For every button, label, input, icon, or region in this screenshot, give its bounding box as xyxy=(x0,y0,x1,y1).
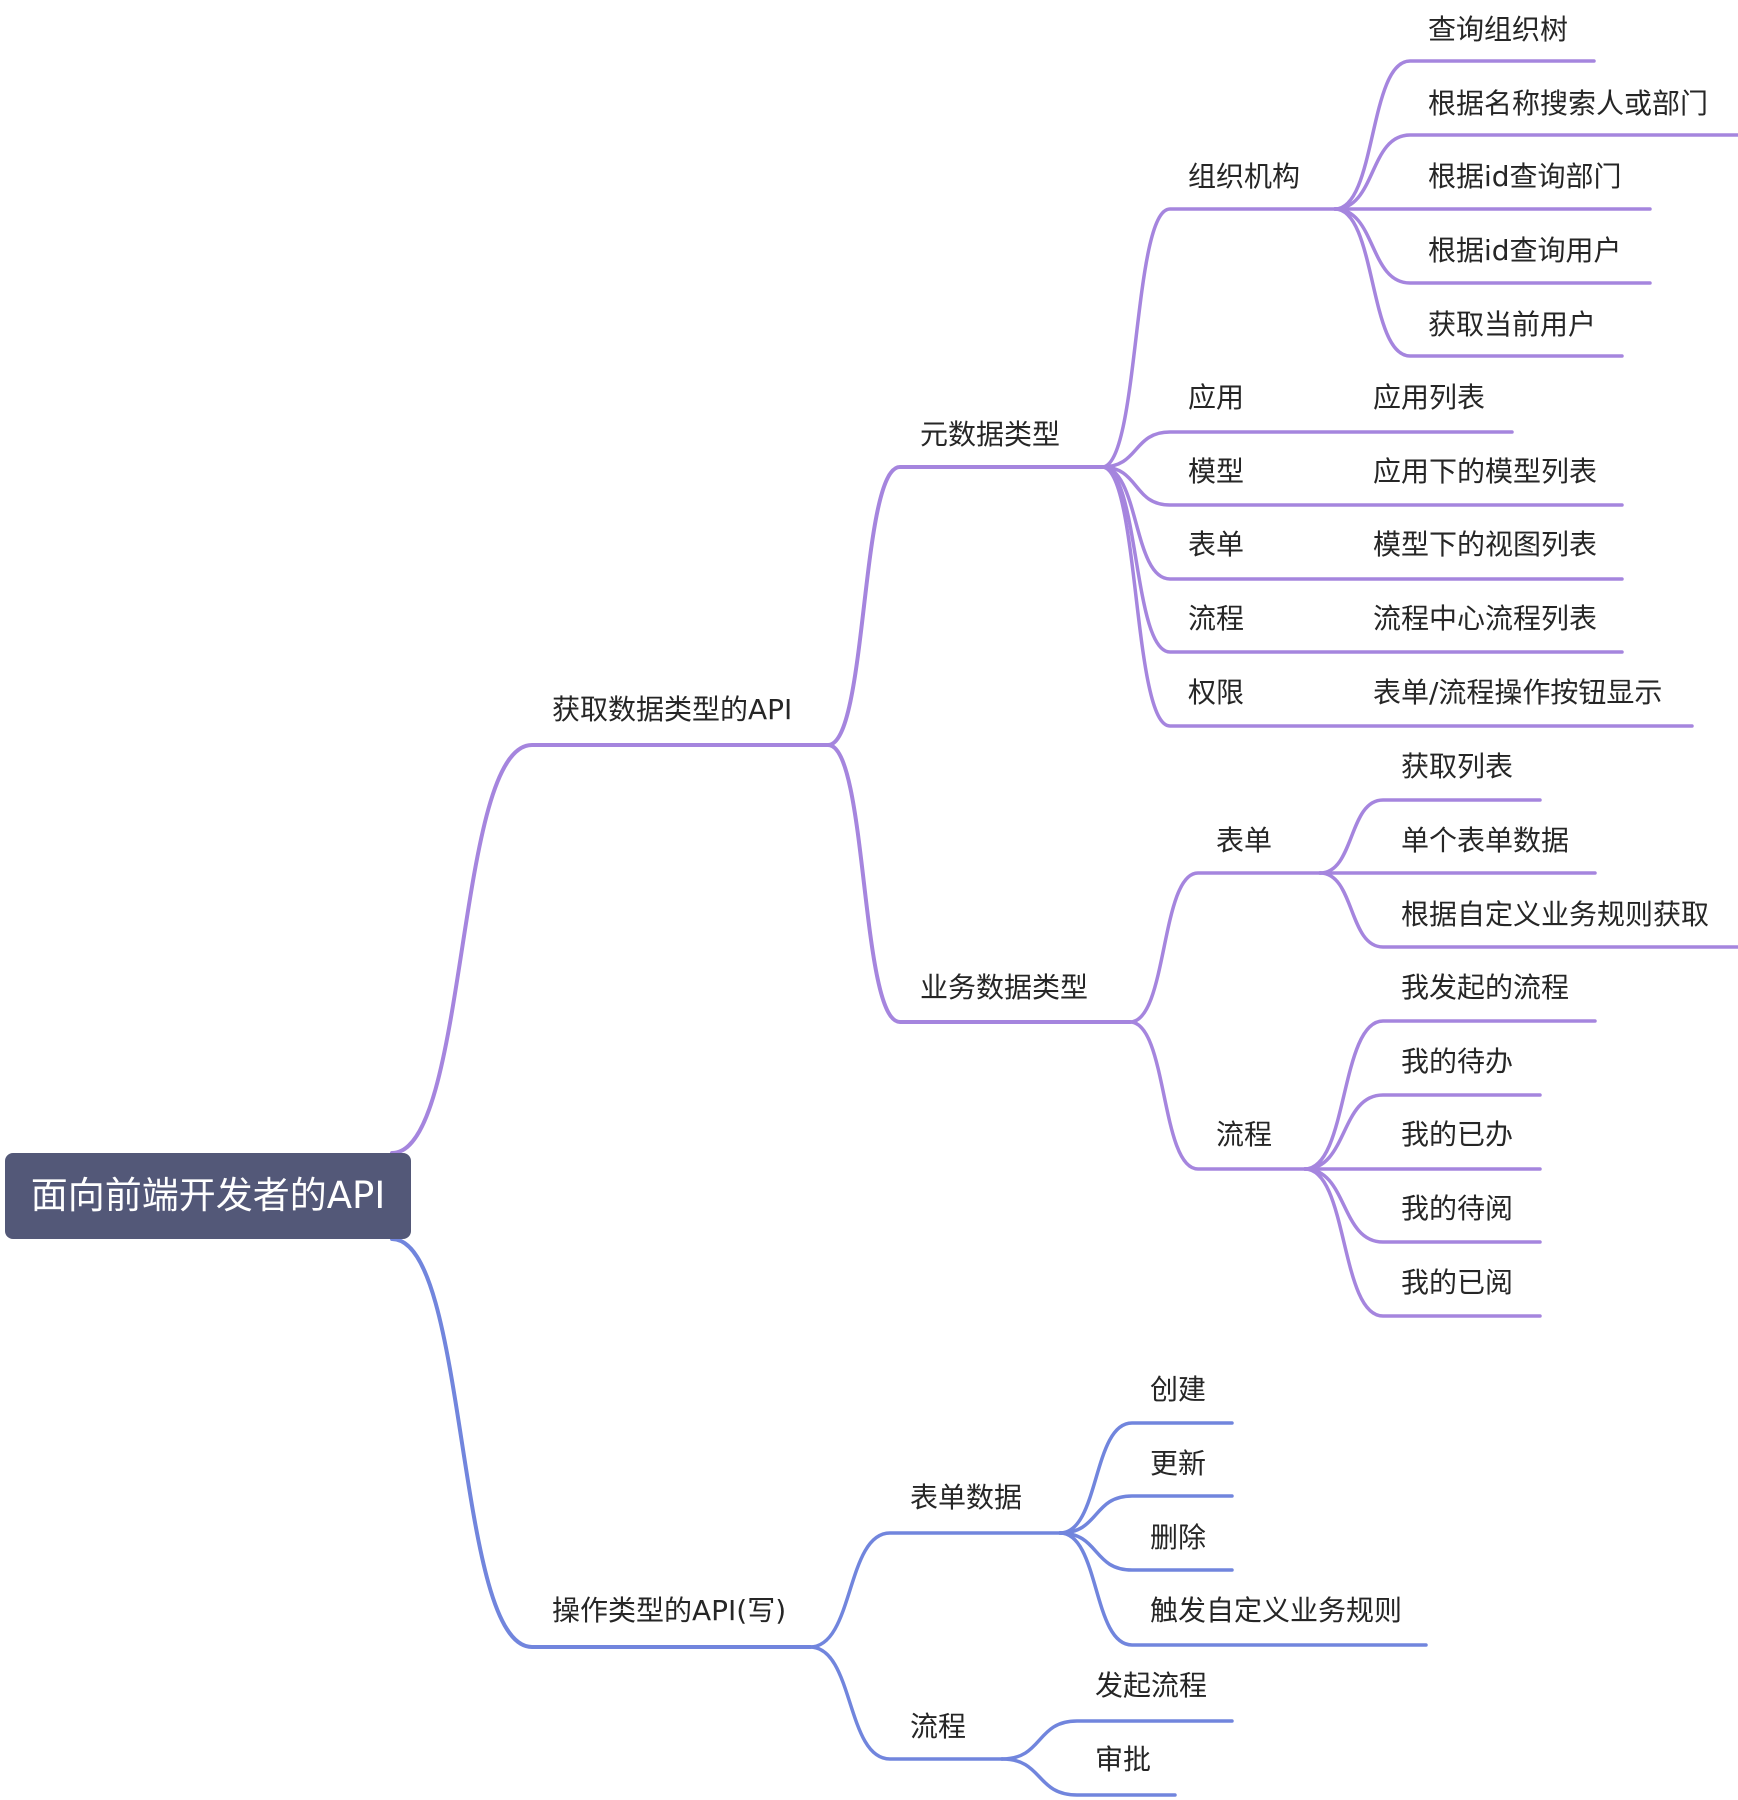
leaf-search-by-name[interactable]: 根据名称搜索人或部门 xyxy=(1428,87,1709,120)
leaf-org-tree[interactable]: 查询组织树 xyxy=(1428,13,1569,46)
connector-meta-row-0 xyxy=(1100,430,1514,469)
connector-biz-form xyxy=(1128,871,1322,1024)
connector-biz-flow xyxy=(1128,1020,1307,1171)
connector-bizflow-child-3 xyxy=(1303,1167,1542,1244)
leaf-model-list[interactable]: 应用下的模型列表 xyxy=(1373,455,1598,488)
leaf-delete[interactable]: 删除 xyxy=(1150,1521,1207,1554)
connector-root-write xyxy=(390,1237,812,1649)
connector-writeflow-child-1 xyxy=(1000,1757,1177,1797)
leaf-my-to-read[interactable]: 我的待阅 xyxy=(1401,1192,1514,1225)
leaf-get-by-rule[interactable]: 根据自定义业务规则获取 xyxy=(1401,898,1710,931)
leaf-single-form[interactable]: 单个表单数据 xyxy=(1401,824,1570,857)
connector-read-biz xyxy=(826,743,1132,1024)
root-node[interactable]: 面向前端开发者的API xyxy=(5,1153,411,1239)
leaf-user-by-id[interactable]: 根据id查询用户 xyxy=(1428,234,1622,267)
connector-formdata-child-1 xyxy=(1058,1494,1234,1535)
leaf-start-flow[interactable]: 发起流程 xyxy=(1095,1669,1208,1702)
connector-write-formdata xyxy=(808,1531,1062,1649)
connector-org-child-3 xyxy=(1333,207,1652,285)
connector-bizform-child-0 xyxy=(1318,798,1542,875)
node-form[interactable]: 表单 xyxy=(1188,528,1245,561)
connector-meta-row-4 xyxy=(1100,465,1694,728)
leaf-current-user[interactable]: 获取当前用户 xyxy=(1428,308,1597,341)
node-read-api[interactable]: 获取数据类型的API xyxy=(552,693,793,726)
leaf-update[interactable]: 更新 xyxy=(1150,1447,1207,1480)
connector-read-meta xyxy=(826,465,1104,747)
connector-write-flow xyxy=(808,1645,1004,1761)
node-biz-flow[interactable]: 流程 xyxy=(1216,1118,1273,1151)
node-biz-type[interactable]: 业务数据类型 xyxy=(920,971,1089,1004)
leaf-create[interactable]: 创建 xyxy=(1150,1373,1207,1406)
connector-meta-row-2 xyxy=(1100,465,1624,581)
connector-root-read xyxy=(390,743,830,1155)
leaf-my-todo[interactable]: 我的待办 xyxy=(1401,1045,1514,1078)
leaf-my-started[interactable]: 我发起的流程 xyxy=(1401,971,1570,1004)
connector-bizflow-child-0 xyxy=(1303,1019,1597,1171)
connector-bizform-child-2 xyxy=(1318,871,1738,949)
node-model[interactable]: 模型 xyxy=(1188,455,1245,488)
connector-writeflow-child-0 xyxy=(1000,1719,1234,1761)
node-form-data[interactable]: 表单数据 xyxy=(910,1481,1023,1514)
leaf-button-display[interactable]: 表单/流程操作按钮显示 xyxy=(1373,676,1663,709)
connector-formdata-child-3 xyxy=(1058,1531,1428,1647)
connector-formdata-child-2 xyxy=(1058,1531,1234,1572)
leaf-my-read[interactable]: 我的已阅 xyxy=(1401,1266,1514,1299)
connector-meta-row-1 xyxy=(1100,465,1624,507)
connector-formdata-child-0 xyxy=(1058,1421,1234,1535)
connector-org-child-4 xyxy=(1333,207,1624,358)
connector-bizflow-child-1 xyxy=(1303,1093,1542,1171)
leaf-approve[interactable]: 审批 xyxy=(1095,1743,1152,1776)
node-write-api[interactable]: 操作类型的API(写) xyxy=(552,1594,787,1627)
connector-meta-org xyxy=(1100,207,1337,469)
leaf-app-list[interactable]: 应用列表 xyxy=(1373,381,1486,414)
node-app[interactable]: 应用 xyxy=(1188,381,1245,414)
node-org[interactable]: 组织机构 xyxy=(1188,160,1301,193)
connector-org-child-1 xyxy=(1333,133,1738,211)
node-flow[interactable]: 流程 xyxy=(1188,602,1245,635)
leaf-my-done[interactable]: 我的已办 xyxy=(1401,1118,1514,1151)
leaf-dept-by-id[interactable]: 根据id查询部门 xyxy=(1428,160,1622,193)
leaf-flow-list[interactable]: 流程中心流程列表 xyxy=(1373,602,1598,635)
node-permission[interactable]: 权限 xyxy=(1188,676,1245,709)
connector-org-child-0 xyxy=(1333,59,1596,211)
leaf-get-list[interactable]: 获取列表 xyxy=(1401,750,1514,783)
node-meta-type[interactable]: 元数据类型 xyxy=(920,418,1061,451)
node-write-flow[interactable]: 流程 xyxy=(910,1710,967,1743)
connector-bizflow-child-4 xyxy=(1303,1167,1542,1318)
node-biz-form[interactable]: 表单 xyxy=(1216,824,1273,857)
leaf-trigger-rule[interactable]: 触发自定义业务规则 xyxy=(1150,1594,1403,1627)
leaf-view-list[interactable]: 模型下的视图列表 xyxy=(1373,528,1598,561)
